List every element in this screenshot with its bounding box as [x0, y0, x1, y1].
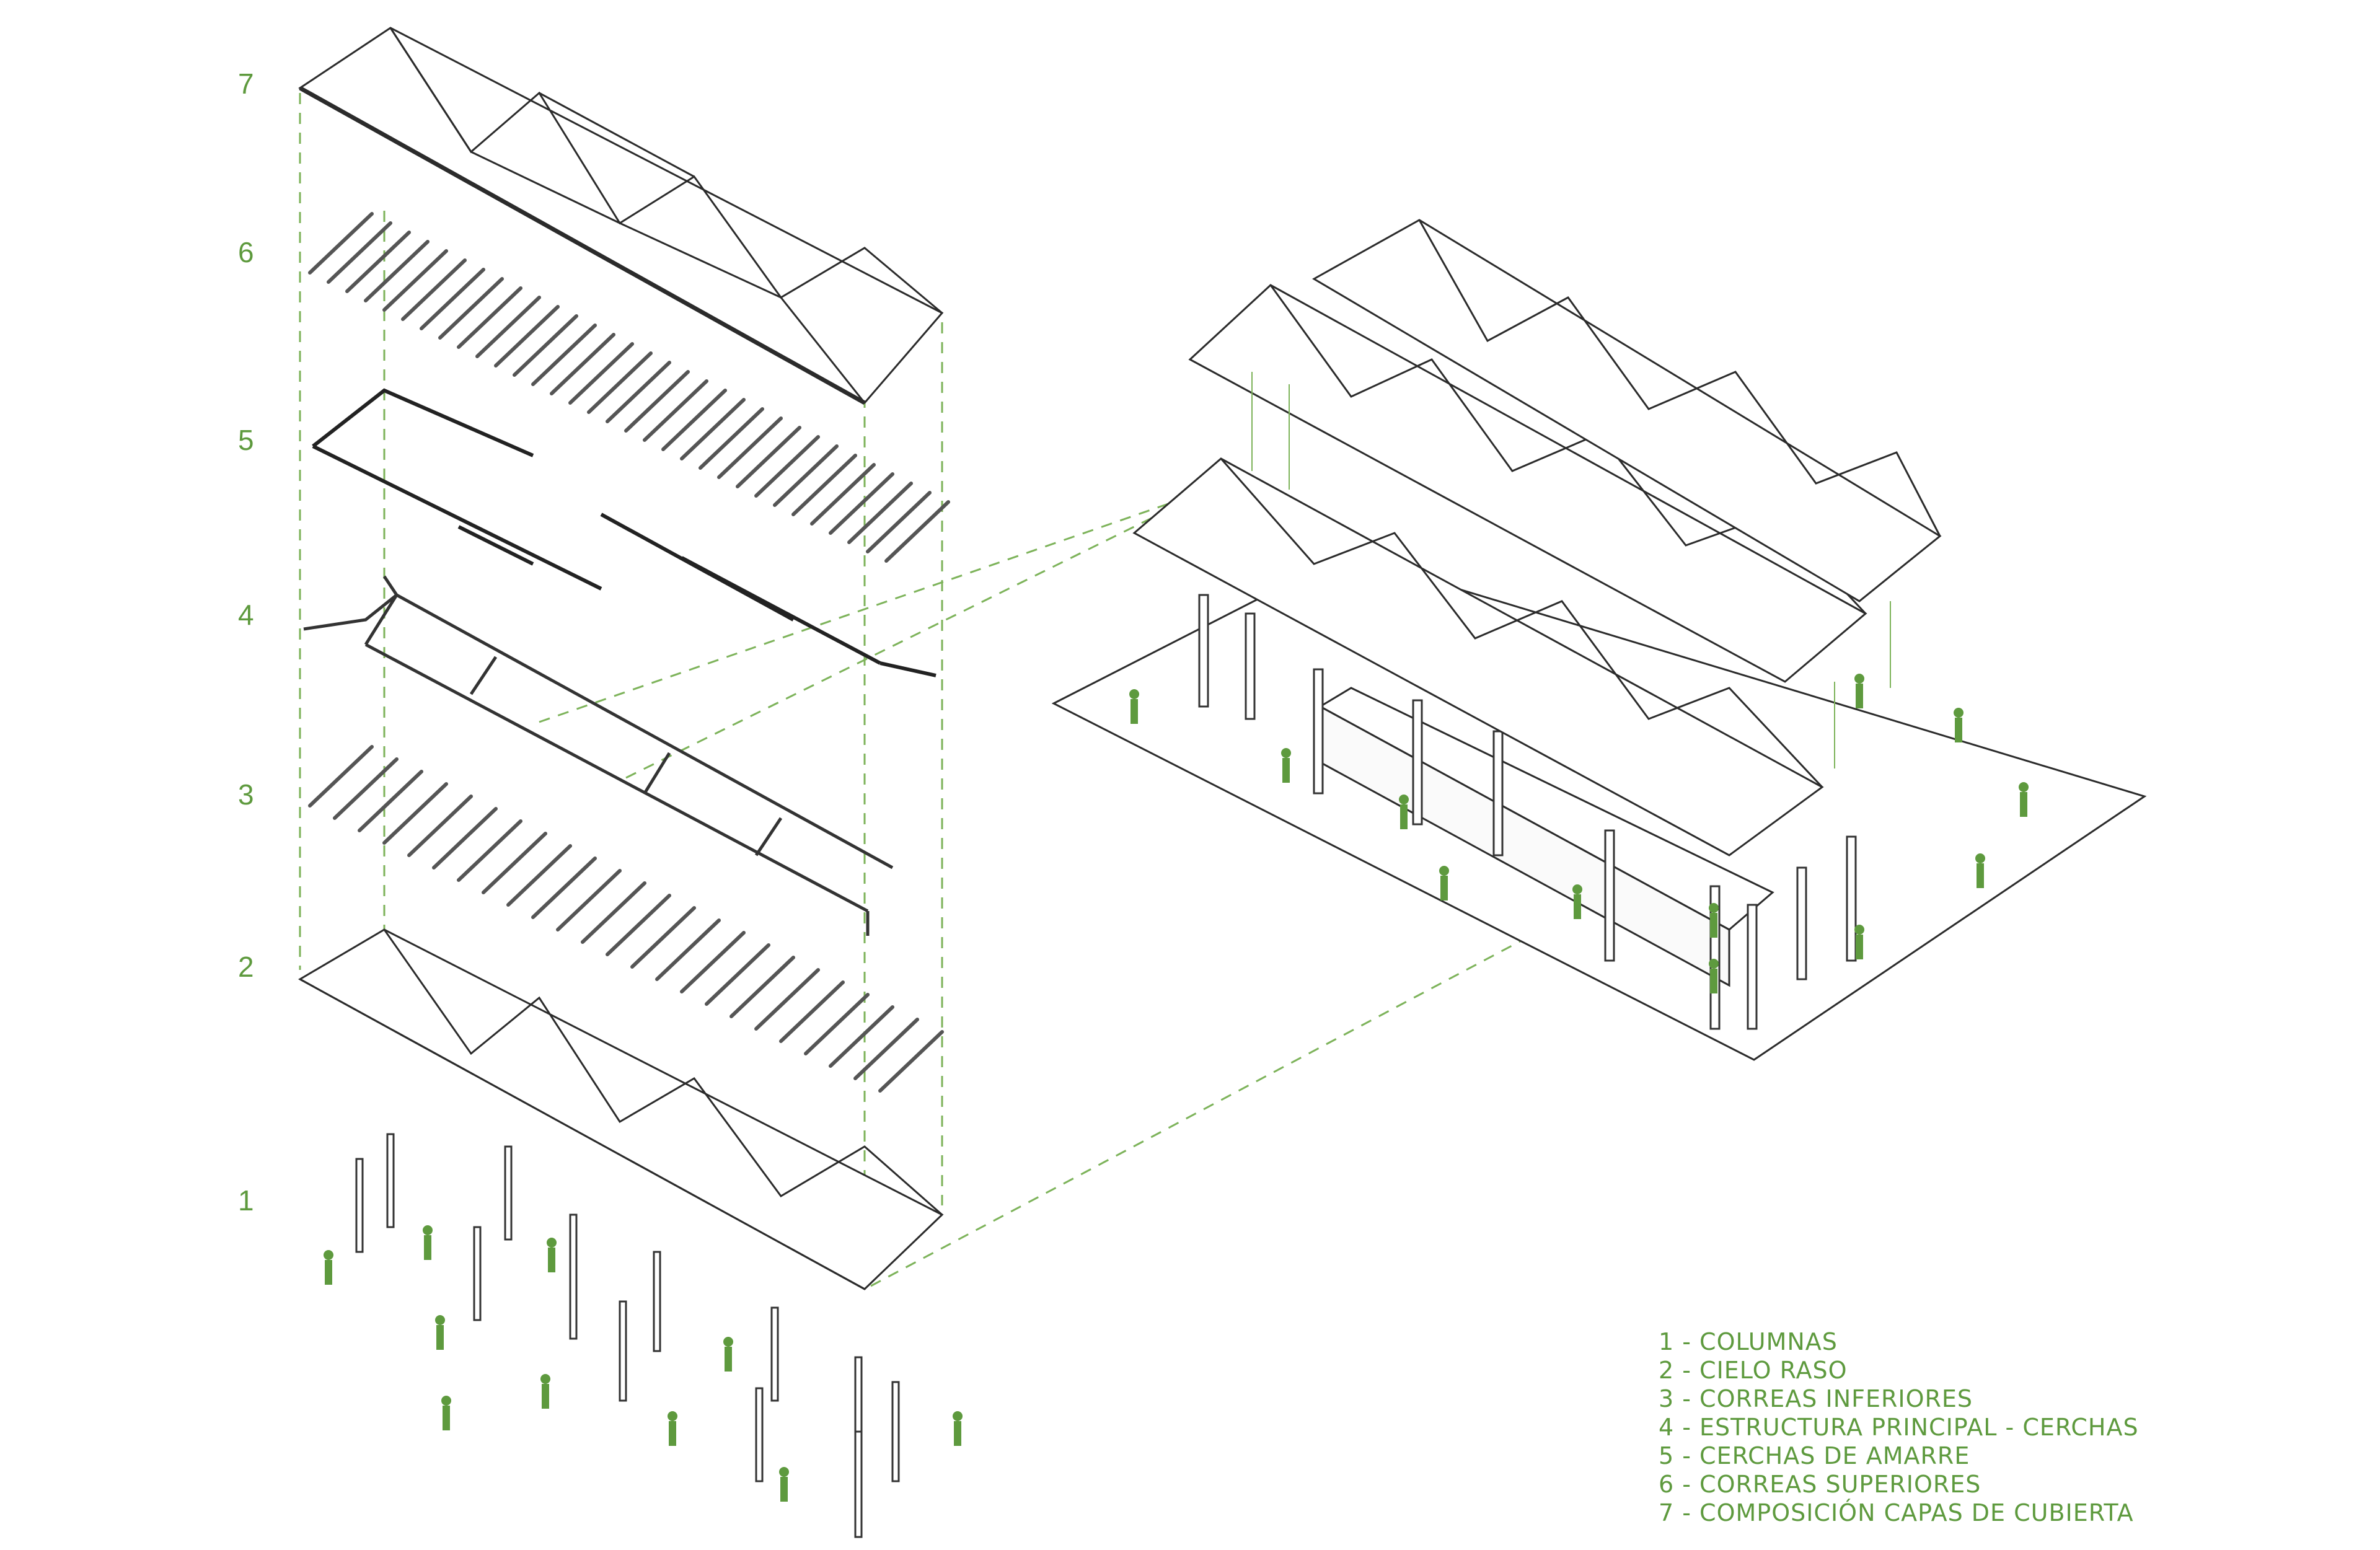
legend-item-cerchas-de-amarre: 5 - CERCHAS DE AMARRE — [1659, 1442, 1970, 1469]
lower-purlins — [308, 745, 944, 1093]
layer-number-4: 4 — [238, 599, 254, 631]
legend: 1 - COLUMNAS 2 - CIELO RASO 3 - CORREAS … — [1659, 1328, 2139, 1527]
projection-lines — [299, 93, 1624, 1287]
layer-number-5: 5 — [238, 424, 254, 456]
legend-item-composicion-cubierta: 7 - COMPOSICIÓN CAPAS DE CUBIERTA — [1659, 1499, 2134, 1526]
columns — [355, 1133, 900, 1538]
legend-item-correas-superiores: 6 - CORREAS SUPERIORES — [1659, 1471, 1981, 1498]
main-truss — [303, 575, 894, 936]
upper-purlins — [308, 212, 950, 563]
tie-trusses — [312, 388, 937, 677]
layer-number-2: 2 — [238, 951, 254, 983]
layer-number-6: 6 — [238, 236, 254, 268]
layer-number-3: 3 — [238, 778, 254, 811]
ceiling-layer — [298, 928, 944, 1290]
assembled-building — [1051, 219, 2147, 1061]
legend-item-correas-inferiores: 3 - CORREAS INFERIORES — [1659, 1385, 1973, 1412]
layer-number-1: 1 — [238, 1184, 254, 1217]
layer-number-7: 7 — [238, 68, 254, 100]
roof-layer — [298, 27, 944, 405]
legend-item-columnas: 1 - COLUMNAS — [1659, 1328, 1838, 1355]
people-figures — [324, 1225, 963, 1502]
legend-item-estructura-principal: 4 - ESTRUCTURA PRINCIPAL - CERCHAS — [1659, 1414, 2139, 1441]
legend-item-cielo-raso: 2 - CIELO RASO — [1659, 1357, 1848, 1384]
